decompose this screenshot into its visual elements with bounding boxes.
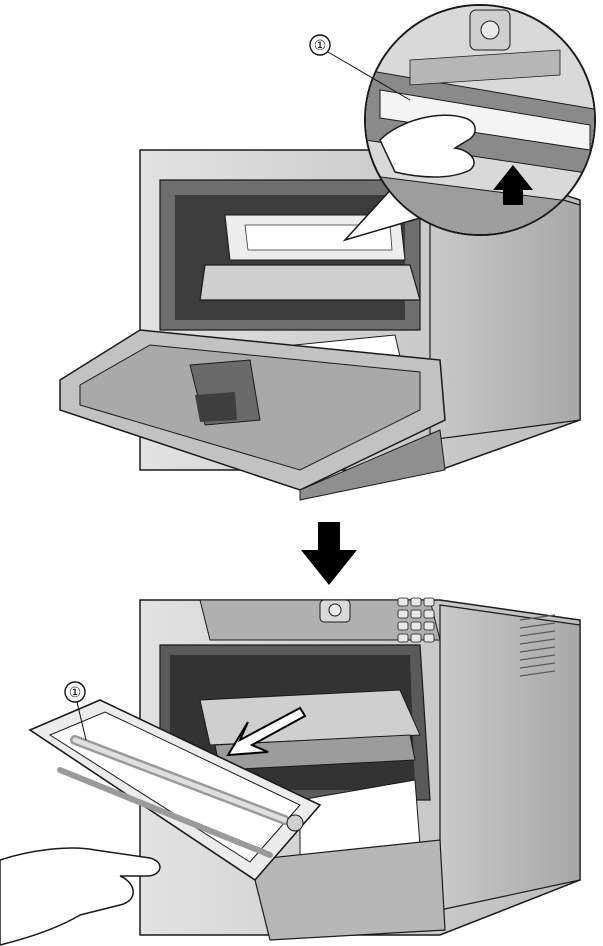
up-arrow-icon (493, 165, 533, 205)
callout-circle-top (309, 34, 331, 56)
callout-label-top: ① (314, 37, 327, 53)
callout-label-bottom: ① (69, 684, 82, 700)
top-printer-illustration: ① (59, 4, 596, 501)
magnified-inset: ① (309, 4, 596, 242)
bottom-printer-illustration: ① (0, 597, 581, 946)
down-arrow-icon (301, 522, 357, 585)
callout-leader-top (327, 51, 411, 101)
film-cartridge (28, 699, 322, 882)
pull-out-arrow-icon (226, 706, 307, 757)
hand (0, 847, 161, 946)
callout-leader-bottom (76, 701, 87, 741)
top-front-tray (59, 329, 446, 501)
callout-circle-bottom (64, 681, 86, 703)
keypad (397, 597, 435, 643)
